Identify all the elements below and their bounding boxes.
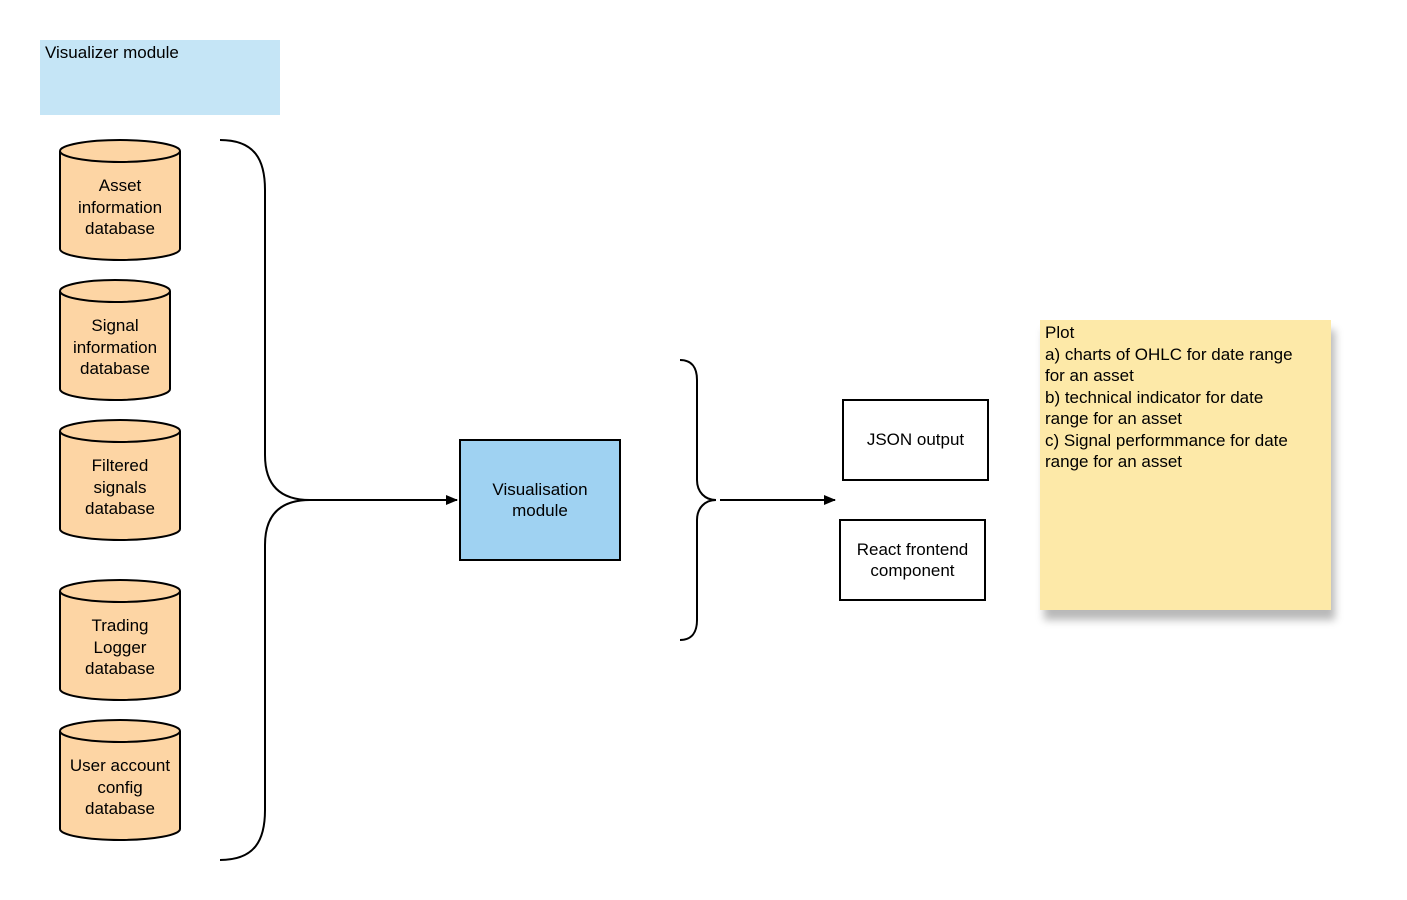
plot-sticky-note: Plot a) charts of OHLC for date range fo…	[1040, 320, 1331, 610]
react-frontend-component-box: React frontend component	[839, 519, 986, 601]
note-line: for an asset	[1045, 366, 1134, 385]
output-label-line: component	[870, 561, 955, 580]
note-line: Plot	[1045, 323, 1075, 342]
module-label-line: Visualisation	[492, 479, 588, 499]
database-user-account-config: User account config database	[59, 719, 181, 841]
database-signal-information: Signal information database	[59, 279, 171, 401]
database-label-line: Trading	[91, 616, 149, 635]
database-asset-information: Asset information database	[59, 139, 181, 261]
database-cylinder-icon	[59, 139, 181, 261]
note-line: a) charts of OHLC for date range	[1045, 344, 1293, 364]
database-label-line: database	[85, 659, 155, 678]
database-label-line: database	[85, 499, 155, 518]
database-label-line: User account	[69, 756, 171, 775]
database-cylinder-icon	[59, 579, 181, 701]
databases-brace	[219, 139, 311, 861]
outputs-brace	[679, 359, 717, 641]
database-label-line: Logger	[93, 637, 147, 657]
diagram-title: Visualizer module	[40, 40, 280, 115]
note-line: range for an asset	[1045, 452, 1183, 471]
database-label-line: database	[85, 799, 155, 818]
database-filtered-signals: Filtered signals database	[59, 419, 181, 541]
output-label-line: JSON output	[866, 430, 965, 450]
database-label-line: config	[97, 777, 143, 797]
database-cylinder-icon	[59, 719, 181, 841]
database-label-line: signals	[93, 477, 147, 497]
database-label-line: information	[72, 337, 158, 357]
output-label-line: React frontend	[856, 539, 969, 559]
database-label-line: Filtered	[91, 456, 149, 475]
database-trading-logger: Trading Logger database	[59, 579, 181, 701]
note-line: c) Signal performmance for date	[1045, 430, 1288, 450]
database-cylinder-icon	[59, 419, 181, 541]
database-label-line: database	[80, 359, 150, 378]
database-cylinder-icon	[59, 279, 171, 401]
module-label-line: module	[512, 501, 568, 520]
visualisation-module-box: Visualisation module	[459, 439, 621, 561]
database-label-line: information	[77, 197, 163, 217]
database-label-line: Asset	[98, 176, 142, 195]
database-label-line: database	[85, 219, 155, 238]
note-line: b) technical indicator for date	[1045, 387, 1264, 407]
note-line: range for an asset	[1045, 409, 1183, 428]
json-output-box: JSON output	[842, 399, 989, 481]
database-label-line: Signal	[91, 316, 139, 335]
